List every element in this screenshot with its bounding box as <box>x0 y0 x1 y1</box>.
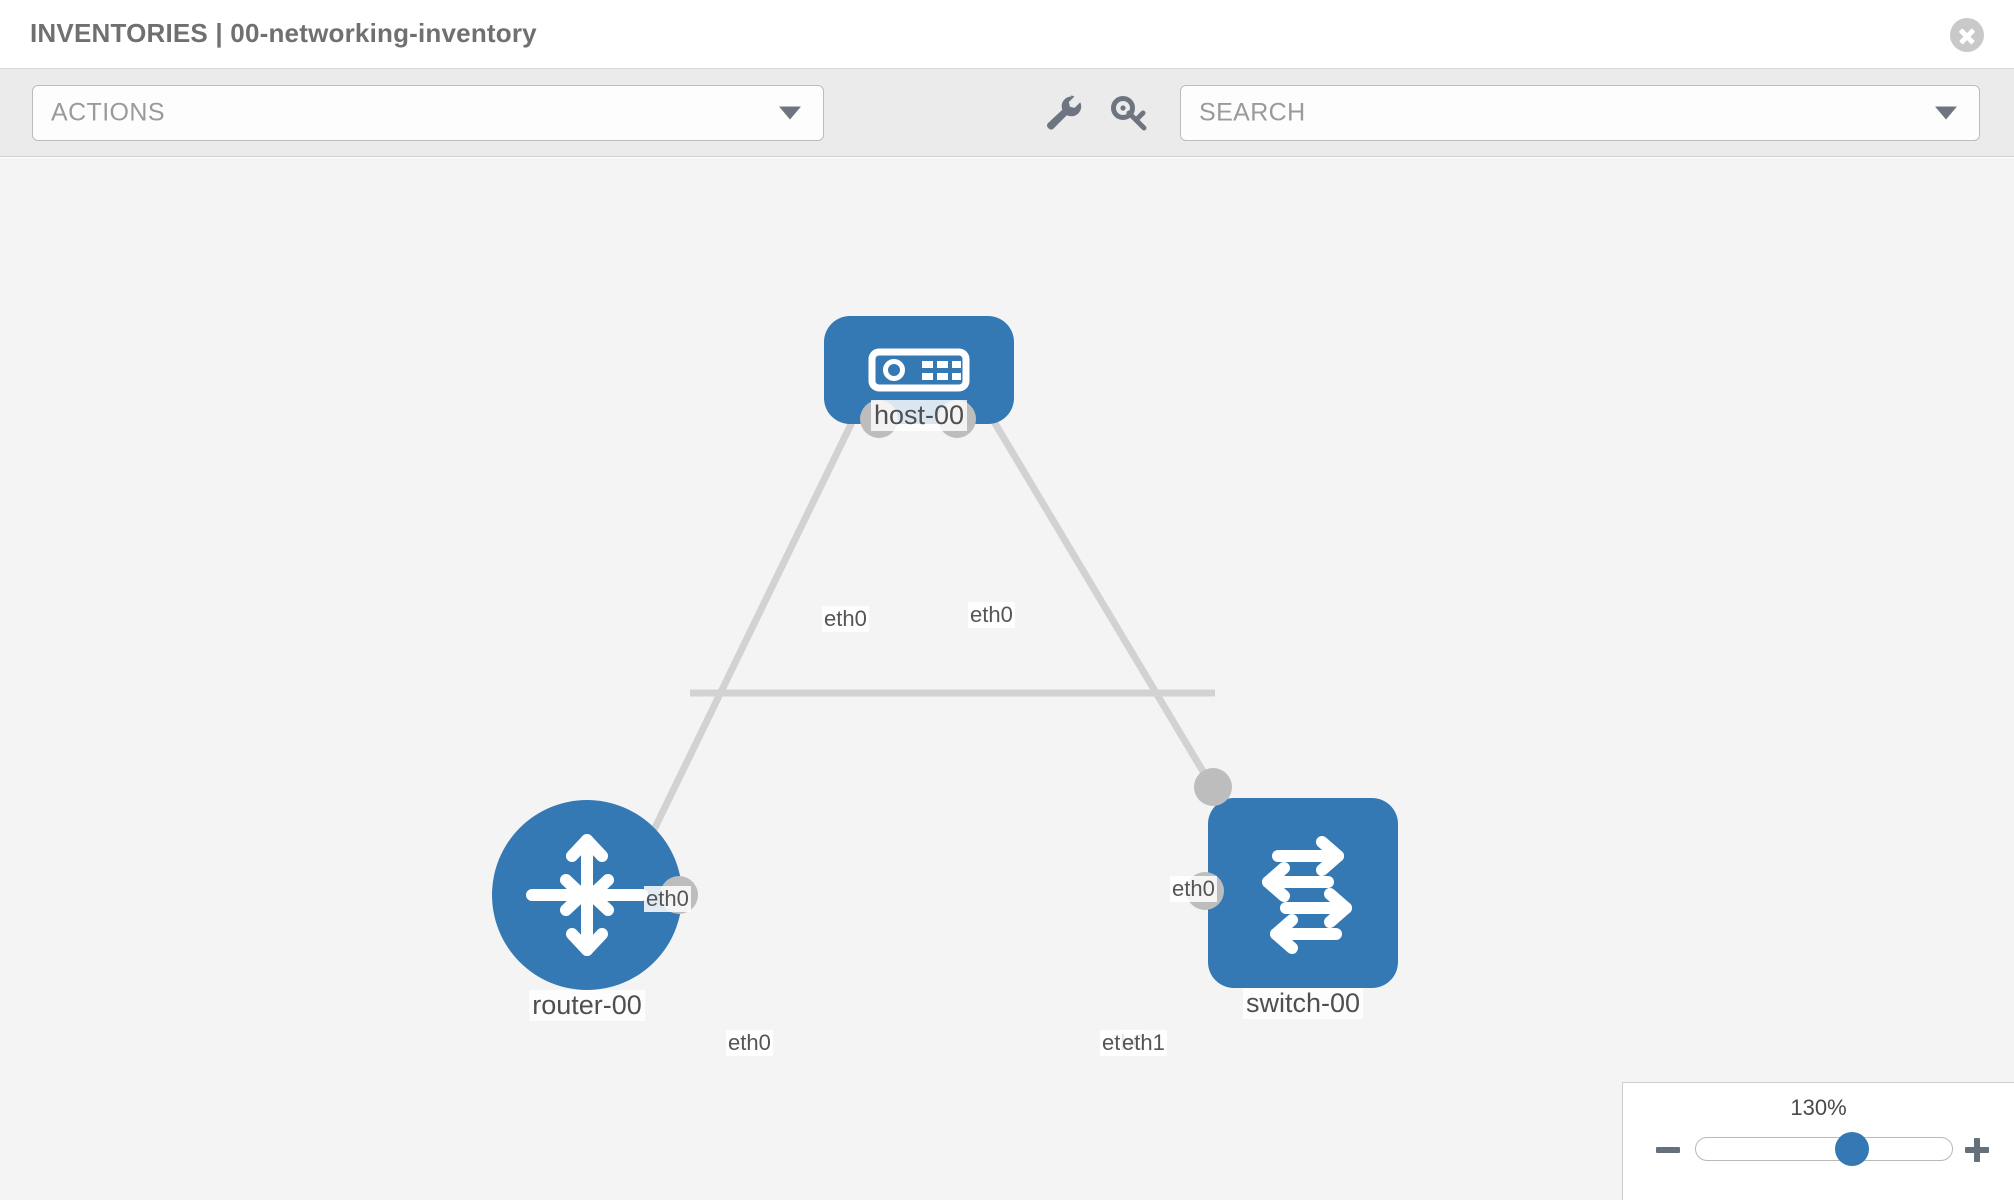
server-icon <box>868 348 970 392</box>
key-icon[interactable] <box>1108 91 1152 135</box>
edge-label-host-left: eth0 <box>822 606 869 632</box>
page-header: INVENTORIES | 00-networking-inventory <box>0 0 2014 69</box>
switch-node-shape[interactable] <box>1208 798 1398 988</box>
chevron-down-icon <box>779 106 801 120</box>
edge-label-router-right: eth0 <box>726 1030 773 1056</box>
search-placeholder: SEARCH <box>1199 98 1306 127</box>
zoom-control-panel: 130% <box>1622 1082 2014 1200</box>
toolbar: ACTIONS SEARCH <box>0 69 2014 157</box>
node-label-host-00: host-00 <box>870 400 968 431</box>
actions-dropdown[interactable]: ACTIONS <box>32 85 824 141</box>
zoom-in-button[interactable] <box>1962 1135 1992 1165</box>
port-switch-top[interactable] <box>1194 768 1232 806</box>
search-input[interactable]: SEARCH <box>1180 85 1980 141</box>
zoom-level-value: 130% <box>1790 1095 1847 1120</box>
zoom-out-button[interactable] <box>1653 1135 1683 1165</box>
topology-links <box>646 346 1242 840</box>
zoom-slider[interactable] <box>1695 1132 1953 1166</box>
edge-label-switch-left-b: eth1 <box>1120 1030 1167 1056</box>
actions-dropdown-label: ACTIONS <box>51 98 165 127</box>
close-icon[interactable] <box>1950 18 1984 52</box>
chevron-down-icon <box>1935 106 1957 120</box>
wrench-icon[interactable] <box>1040 91 1084 135</box>
router-arrows-icon <box>526 834 648 956</box>
page-title: INVENTORIES | 00-networking-inventory <box>30 18 537 48</box>
topology-node-switch-00[interactable]: switch-00 <box>1186 768 1398 1019</box>
switch-arrows-icon <box>1262 836 1352 954</box>
topology-node-host-00[interactable]: host-00 <box>824 316 1014 438</box>
edge-label-host-right: eth0 <box>968 602 1015 628</box>
topology-canvas[interactable]: host-00 <box>0 158 2014 1200</box>
node-label-router-00: router-00 <box>529 990 645 1021</box>
node-label-switch-00: switch-00 <box>1242 988 1364 1019</box>
edge-label-router-up: eth0 <box>644 886 691 912</box>
zoom-slider-handle[interactable] <box>1835 1132 1870 1166</box>
edge-label-switch-up: eth0 <box>1170 876 1217 902</box>
